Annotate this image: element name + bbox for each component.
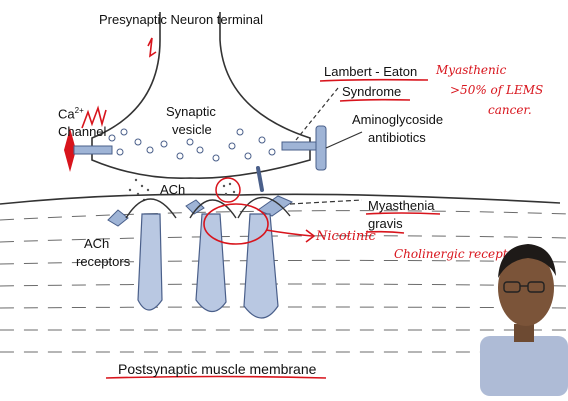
- junctional-folds: [138, 214, 278, 318]
- aminoglycoside-label: Aminoglycoside: [352, 112, 443, 127]
- presynaptic-label: Presynaptic Neuron terminal: [99, 12, 263, 27]
- ach-vesicle-dots: [223, 183, 235, 195]
- myasthenia-pointer: [290, 200, 362, 204]
- synaptic-vesicle-label-2: vesicle: [172, 122, 212, 137]
- synaptic-vesicle-label: Synaptic: [166, 104, 216, 119]
- speaker-video-overlay: [474, 226, 568, 396]
- receptors-label: receptors: [76, 254, 130, 269]
- ca-label-sup: 2+: [75, 106, 84, 115]
- fold-1: [138, 214, 162, 310]
- myasthenic-annotation: Myasthenic: [436, 64, 506, 77]
- receptor-red-arrow: [266, 230, 312, 236]
- ca-label: Ca2+: [58, 103, 84, 121]
- channel-label: Channel: [58, 124, 106, 139]
- released-ach-dots: [129, 179, 149, 201]
- speaker-shirt: [480, 336, 568, 396]
- aminoglycoside-arrow: [326, 132, 362, 148]
- fold-3: [244, 214, 278, 318]
- myasthenia-label: Myasthenia: [368, 198, 434, 213]
- nicotinic-annotation: Nicotinic: [316, 230, 376, 243]
- postsynaptic-label: Postsynaptic muscle membrane: [118, 362, 316, 377]
- ink-squiggle-top: [148, 38, 156, 56]
- ach-label: ACh: [160, 182, 185, 197]
- lems-stat-annotation: >50% of LEMS: [450, 84, 543, 97]
- speaker-neck: [514, 324, 534, 342]
- ach-receptors-label: ACh: [84, 236, 109, 251]
- aminoglycoside-channel-cap: [316, 126, 326, 170]
- lambert-eaton-label: Lambert - Eaton: [324, 64, 417, 79]
- antibiotics-label: antibiotics: [368, 130, 426, 145]
- ca-label-text: Ca: [58, 106, 75, 121]
- ca-channel-stem: [74, 146, 112, 154]
- fold-2: [196, 214, 226, 312]
- aminoglycoside-channel: [282, 142, 320, 150]
- cancer-annotation: cancer.: [488, 104, 532, 117]
- ach-vesicle-circled: [216, 178, 240, 202]
- syndrome-label: Syndrome: [342, 84, 401, 99]
